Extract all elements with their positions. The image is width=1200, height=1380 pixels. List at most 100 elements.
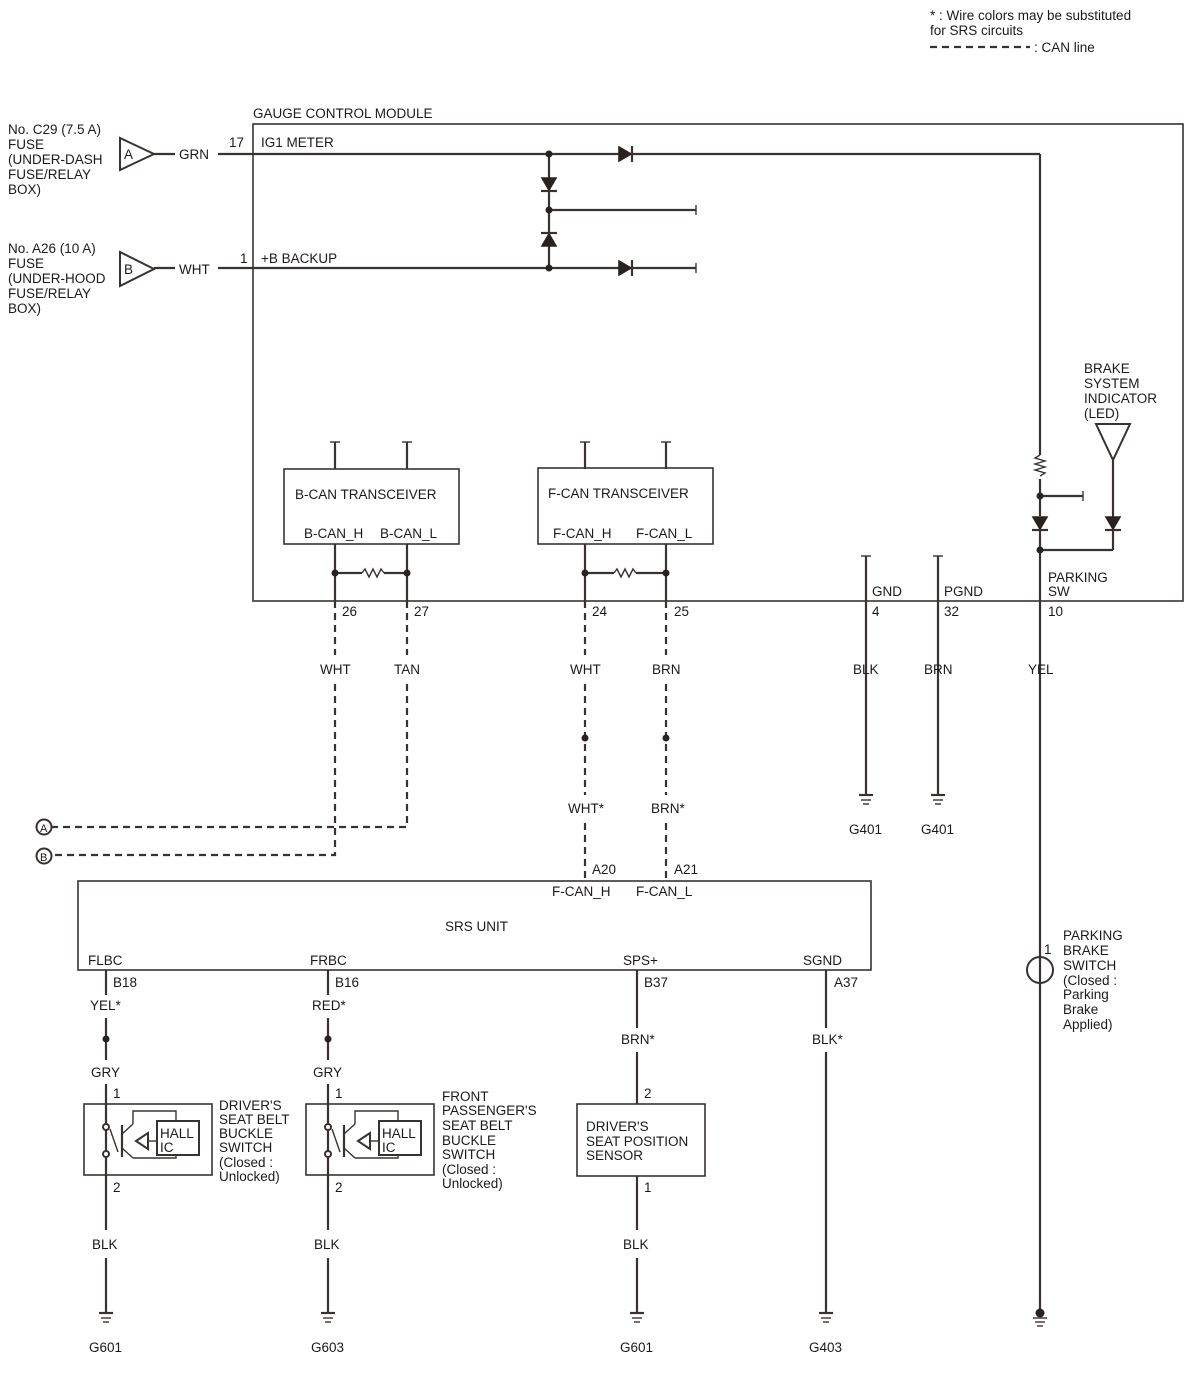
fuse-a-line: (UNDER-DASH: [8, 152, 103, 167]
diode-icon: [1031, 516, 1049, 532]
passenger-buckle-line: Unlocked): [442, 1176, 503, 1191]
gauge-grounds: BLK BRN YEL G401 G401: [849, 662, 1054, 837]
parking-brake-line: BRAKE: [1063, 943, 1109, 958]
seat-sensor-pin: 2: [644, 1086, 652, 1101]
gauge-module-outline: [252, 123, 1184, 602]
connector-dot: [581, 734, 589, 742]
seat-sensor-line: SEAT POSITION: [586, 1134, 688, 1149]
f-can-l-wire-color: BRN: [652, 662, 681, 677]
fuse-a: No. C29 (7.5 A) FUSE (UNDER-DASH FUSE/RE…: [8, 122, 209, 197]
f-can-h-pin: 24: [592, 604, 608, 619]
passenger-buckle-switch: RED* GRY 1 HALL IC FRONT PASSENGER'S SEA…: [305, 970, 537, 1355]
pgnd-wire-color: BRN: [924, 662, 953, 677]
srs-frbc: FRBC: [310, 953, 347, 968]
resistor-icon: [1032, 454, 1048, 477]
srs-unit-outline: [77, 880, 872, 971]
b-can-l-label: B-CAN_L: [380, 526, 438, 541]
f-can-h-label: F-CAN_H: [553, 526, 612, 541]
fuse-a-wire-color: GRN: [179, 147, 209, 162]
hall-ic-label: IC: [160, 1140, 174, 1155]
diode-icon: [1104, 516, 1122, 532]
f-can-box: [537, 467, 714, 545]
fuse-a-line: No. C29 (7.5 A): [8, 122, 101, 137]
fuse-connector-icon: [119, 250, 157, 288]
parking-brake-line: (Closed :: [1063, 973, 1117, 988]
seat-sensor-wire-color: BRN*: [621, 1032, 656, 1047]
seat-sensor-line: DRIVER'S: [586, 1119, 649, 1134]
connector-dot: [662, 734, 670, 742]
fuse-b-line: No. A26 (10 A): [8, 241, 96, 256]
b-can-h-pin: 26: [342, 604, 357, 619]
ground-label: G603: [311, 1340, 344, 1355]
backup-label: +B BACKUP: [261, 251, 337, 266]
f-can-title: F-CAN TRANSCEIVER: [548, 486, 689, 501]
b-can-l-wire-color: TAN: [394, 662, 420, 677]
brake-indicator-line: (LED): [1084, 406, 1119, 421]
junction-dot: [545, 150, 553, 158]
junction-dot: [545, 206, 553, 214]
passenger-buckle-box: [305, 1103, 435, 1176]
ground-icon: [630, 1311, 644, 1323]
driver-buckle-line: SWITCH: [219, 1140, 272, 1155]
b-can-l-line: [52, 684, 409, 829]
offpage-b-label: B: [40, 852, 47, 864]
seat-sensor-pin: 1: [644, 1180, 652, 1195]
ig1-pin: 17: [229, 135, 244, 150]
passenger-buckle-pin: 2: [335, 1180, 343, 1195]
driver-buckle-ground-wire-color: BLK: [92, 1237, 118, 1252]
brake-indicator-line: BRAKE: [1084, 361, 1130, 376]
parking-sw-label: SW: [1048, 584, 1070, 599]
offpage-connector-a: [35, 818, 53, 836]
junction-dot: [403, 569, 411, 577]
passenger-buckle-line: (Closed :: [442, 1162, 496, 1177]
fuse-a-tag: A: [124, 147, 133, 162]
passenger-buckle-line: PASSENGER'S: [442, 1103, 537, 1118]
parking-sw-label: PARKING: [1048, 570, 1108, 585]
parking-brake-line: Brake: [1063, 1002, 1098, 1017]
sgnd-wire-color: BLK*: [812, 1032, 844, 1047]
seat-position-sensor: BRN* 2 DRIVER'S SEAT POSITION SENSOR 1 B…: [576, 970, 706, 1355]
seat-sensor-line: SENSOR: [586, 1148, 643, 1163]
ground-icon: [99, 1311, 113, 1323]
backup-pin: 1: [240, 251, 248, 266]
hall-ic-icon: HALL IC: [102, 1110, 200, 1159]
parking-brake-switch: 1 PARKING BRAKE SWITCH (Closed : Parking…: [1026, 928, 1123, 1327]
resistor-icon: [613, 567, 637, 579]
srs-f-can-l: F-CAN_L: [636, 884, 693, 899]
legend-note-line1: * : Wire colors may be substituted: [930, 8, 1131, 23]
junction-dot: [581, 569, 589, 577]
f-can-transceiver: F-CAN TRANSCEIVER F-CAN_H F-CAN_L 24 25 …: [537, 441, 714, 881]
srs-flbc: FLBC: [88, 953, 123, 968]
gnd-wire-color: BLK: [853, 662, 879, 677]
f-can-l-pin: 25: [674, 604, 689, 619]
ground-icon: [931, 793, 945, 805]
connector-dot: [102, 1035, 110, 1043]
driver-buckle-line: Unlocked): [219, 1169, 280, 1184]
ground-icon: [819, 1311, 833, 1323]
ig1-label: IG1 METER: [261, 135, 334, 150]
hall-ic-label: HALL: [160, 1126, 194, 1141]
offpage-a-label: A: [40, 823, 48, 835]
fuse-b-wire-color: WHT: [179, 262, 210, 277]
fuse-connector-icon: [119, 136, 157, 172]
srs-pin-a21: A21: [674, 862, 698, 877]
passenger-buckle-line: BUCKLE: [442, 1133, 496, 1148]
ground-label: G403: [809, 1340, 842, 1355]
ground-point-dot: [1035, 1308, 1045, 1318]
f-can-l-label: F-CAN_L: [636, 526, 693, 541]
legend-can-line: : CAN line: [1034, 40, 1095, 55]
f-can-h-wire-color-srs: WHT*: [568, 801, 605, 816]
resistor-icon: [361, 567, 385, 579]
gauge-control-module: GAUGE CONTROL MODULE 17 IG1 METER 1 +B B…: [218, 106, 1184, 1315]
junction-dot: [1036, 546, 1044, 554]
fuse-b: No. A26 (10 A) FUSE (UNDER-HOOD FUSE/REL…: [8, 241, 210, 316]
ground-label: G401: [849, 822, 882, 837]
driver-buckle-line: SEAT BELT: [219, 1112, 290, 1127]
brake-indicator-line: INDICATOR: [1084, 391, 1157, 406]
junction-dot: [331, 569, 339, 577]
fuse-a-line: BOX): [8, 182, 41, 197]
srs-pin-b18: B18: [113, 975, 137, 990]
b-can-h-label: B-CAN_H: [304, 526, 363, 541]
driver-buckle-line: (Closed :: [219, 1155, 273, 1170]
passenger-buckle-wire-color: GRY: [313, 1065, 342, 1080]
